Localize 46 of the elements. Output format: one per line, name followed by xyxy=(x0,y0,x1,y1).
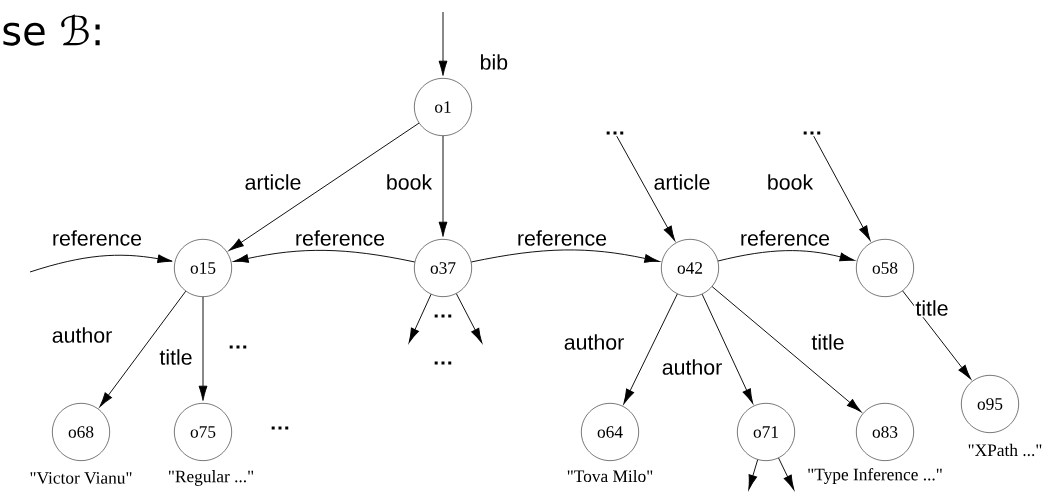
edge-label: article xyxy=(652,172,712,192)
edge-label: book xyxy=(384,172,434,192)
arrow xyxy=(711,286,862,413)
arrow xyxy=(813,135,871,241)
arrow xyxy=(616,135,676,241)
edge-label: bib xyxy=(478,52,510,72)
value-text: "Regular ..." xyxy=(168,470,254,486)
arrow xyxy=(228,122,420,251)
value-text: "Tova Milo" xyxy=(567,469,653,483)
arrow xyxy=(29,254,173,273)
edge-label: reference xyxy=(515,228,609,248)
edge-label: title xyxy=(810,332,846,352)
heading: se ℬ: xyxy=(3,14,100,46)
arrow xyxy=(233,249,416,263)
edge-label: reference xyxy=(738,228,832,248)
edge-label: title xyxy=(158,347,194,367)
ellipsis-text: … xyxy=(803,131,821,135)
value-text: "Type Inference ..." xyxy=(808,468,942,484)
edge-label: reference xyxy=(293,228,387,248)
arrow xyxy=(902,290,972,380)
arrow xyxy=(198,296,208,401)
edge-label: author xyxy=(562,332,626,352)
value-text: "XPath ..." xyxy=(968,443,1042,457)
ellipsis-text: … xyxy=(434,314,452,318)
edge-label: title xyxy=(914,298,950,318)
arrow xyxy=(99,290,187,408)
edge-label: reference xyxy=(50,228,144,248)
ellipsis-text: … xyxy=(229,345,247,349)
arrow xyxy=(748,459,759,490)
edge-label: author xyxy=(50,325,114,345)
edge-label: book xyxy=(765,172,815,192)
ellipsis-text: … xyxy=(434,361,452,365)
ellipsis-text: … xyxy=(606,131,624,135)
arrow xyxy=(438,11,448,76)
arrow xyxy=(623,293,678,405)
edge-label: article xyxy=(243,172,303,192)
arrow xyxy=(778,457,795,491)
arrow xyxy=(438,135,448,237)
value-text: "Victor Vianu" xyxy=(30,472,132,484)
arrow xyxy=(408,293,432,344)
arrow xyxy=(455,293,483,344)
arrow xyxy=(717,250,855,262)
arrow xyxy=(470,249,660,263)
ellipsis-text: … xyxy=(271,426,289,430)
edge-label: author xyxy=(660,357,724,377)
arrow xyxy=(701,293,754,404)
